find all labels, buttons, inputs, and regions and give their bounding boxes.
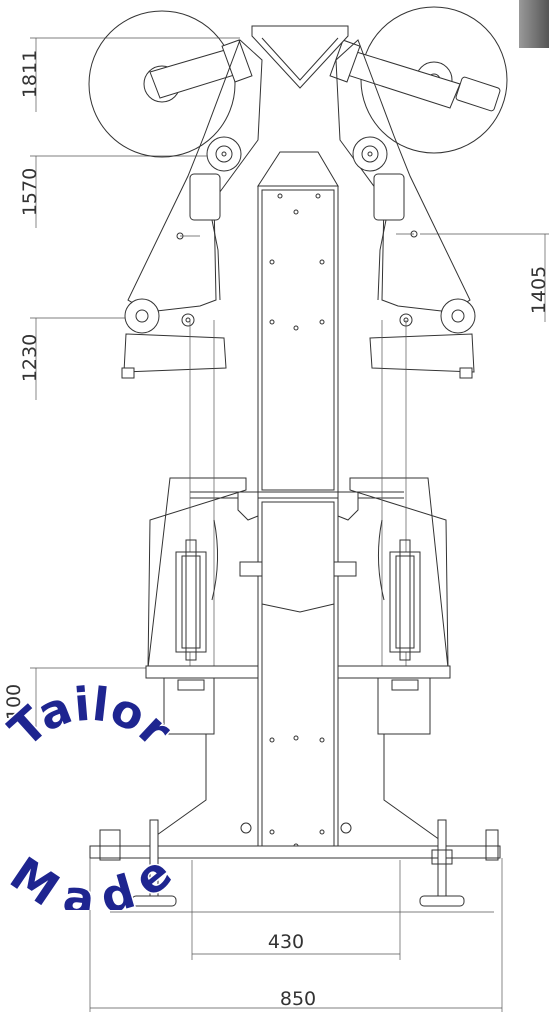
- dim-label-1230: 1230: [19, 334, 41, 382]
- top-hopper: [251, 25, 349, 89]
- dim-label-1811: 1811: [19, 50, 41, 98]
- logo-word-bottom: Made: [1, 845, 182, 910]
- corner-shadow-mark: [519, 0, 549, 48]
- dimension-lines-right: [420, 233, 549, 322]
- dim-label-1405: 1405: [528, 266, 549, 314]
- middle-crossbar: [190, 491, 404, 577]
- left-reel: [88, 10, 253, 158]
- dim-label-100: 100: [3, 684, 25, 720]
- dim-label-1570: 1570: [19, 168, 41, 216]
- left-applicator-module: [147, 320, 247, 669]
- central-column: [257, 151, 339, 857]
- dim-label-430: 430: [268, 931, 304, 953]
- right-upper-plate: [335, 39, 471, 313]
- dimension-lines-bottom: [89, 858, 503, 1012]
- right-applicator-module: [349, 320, 449, 669]
- upper-guide-rollers: [176, 136, 418, 240]
- right-reel: [329, 6, 508, 154]
- dim-label-850: 850: [280, 988, 316, 1010]
- logo-word-top: Tailor: [0, 680, 182, 757]
- side-tables: [145, 665, 451, 735]
- dimension-lines-left: [30, 37, 240, 740]
- tailor-made-logo: Tailor Made: [0, 680, 184, 910]
- lower-rollers: [121, 298, 476, 379]
- machine-base: [89, 734, 501, 907]
- left-upper-plate: [127, 39, 263, 313]
